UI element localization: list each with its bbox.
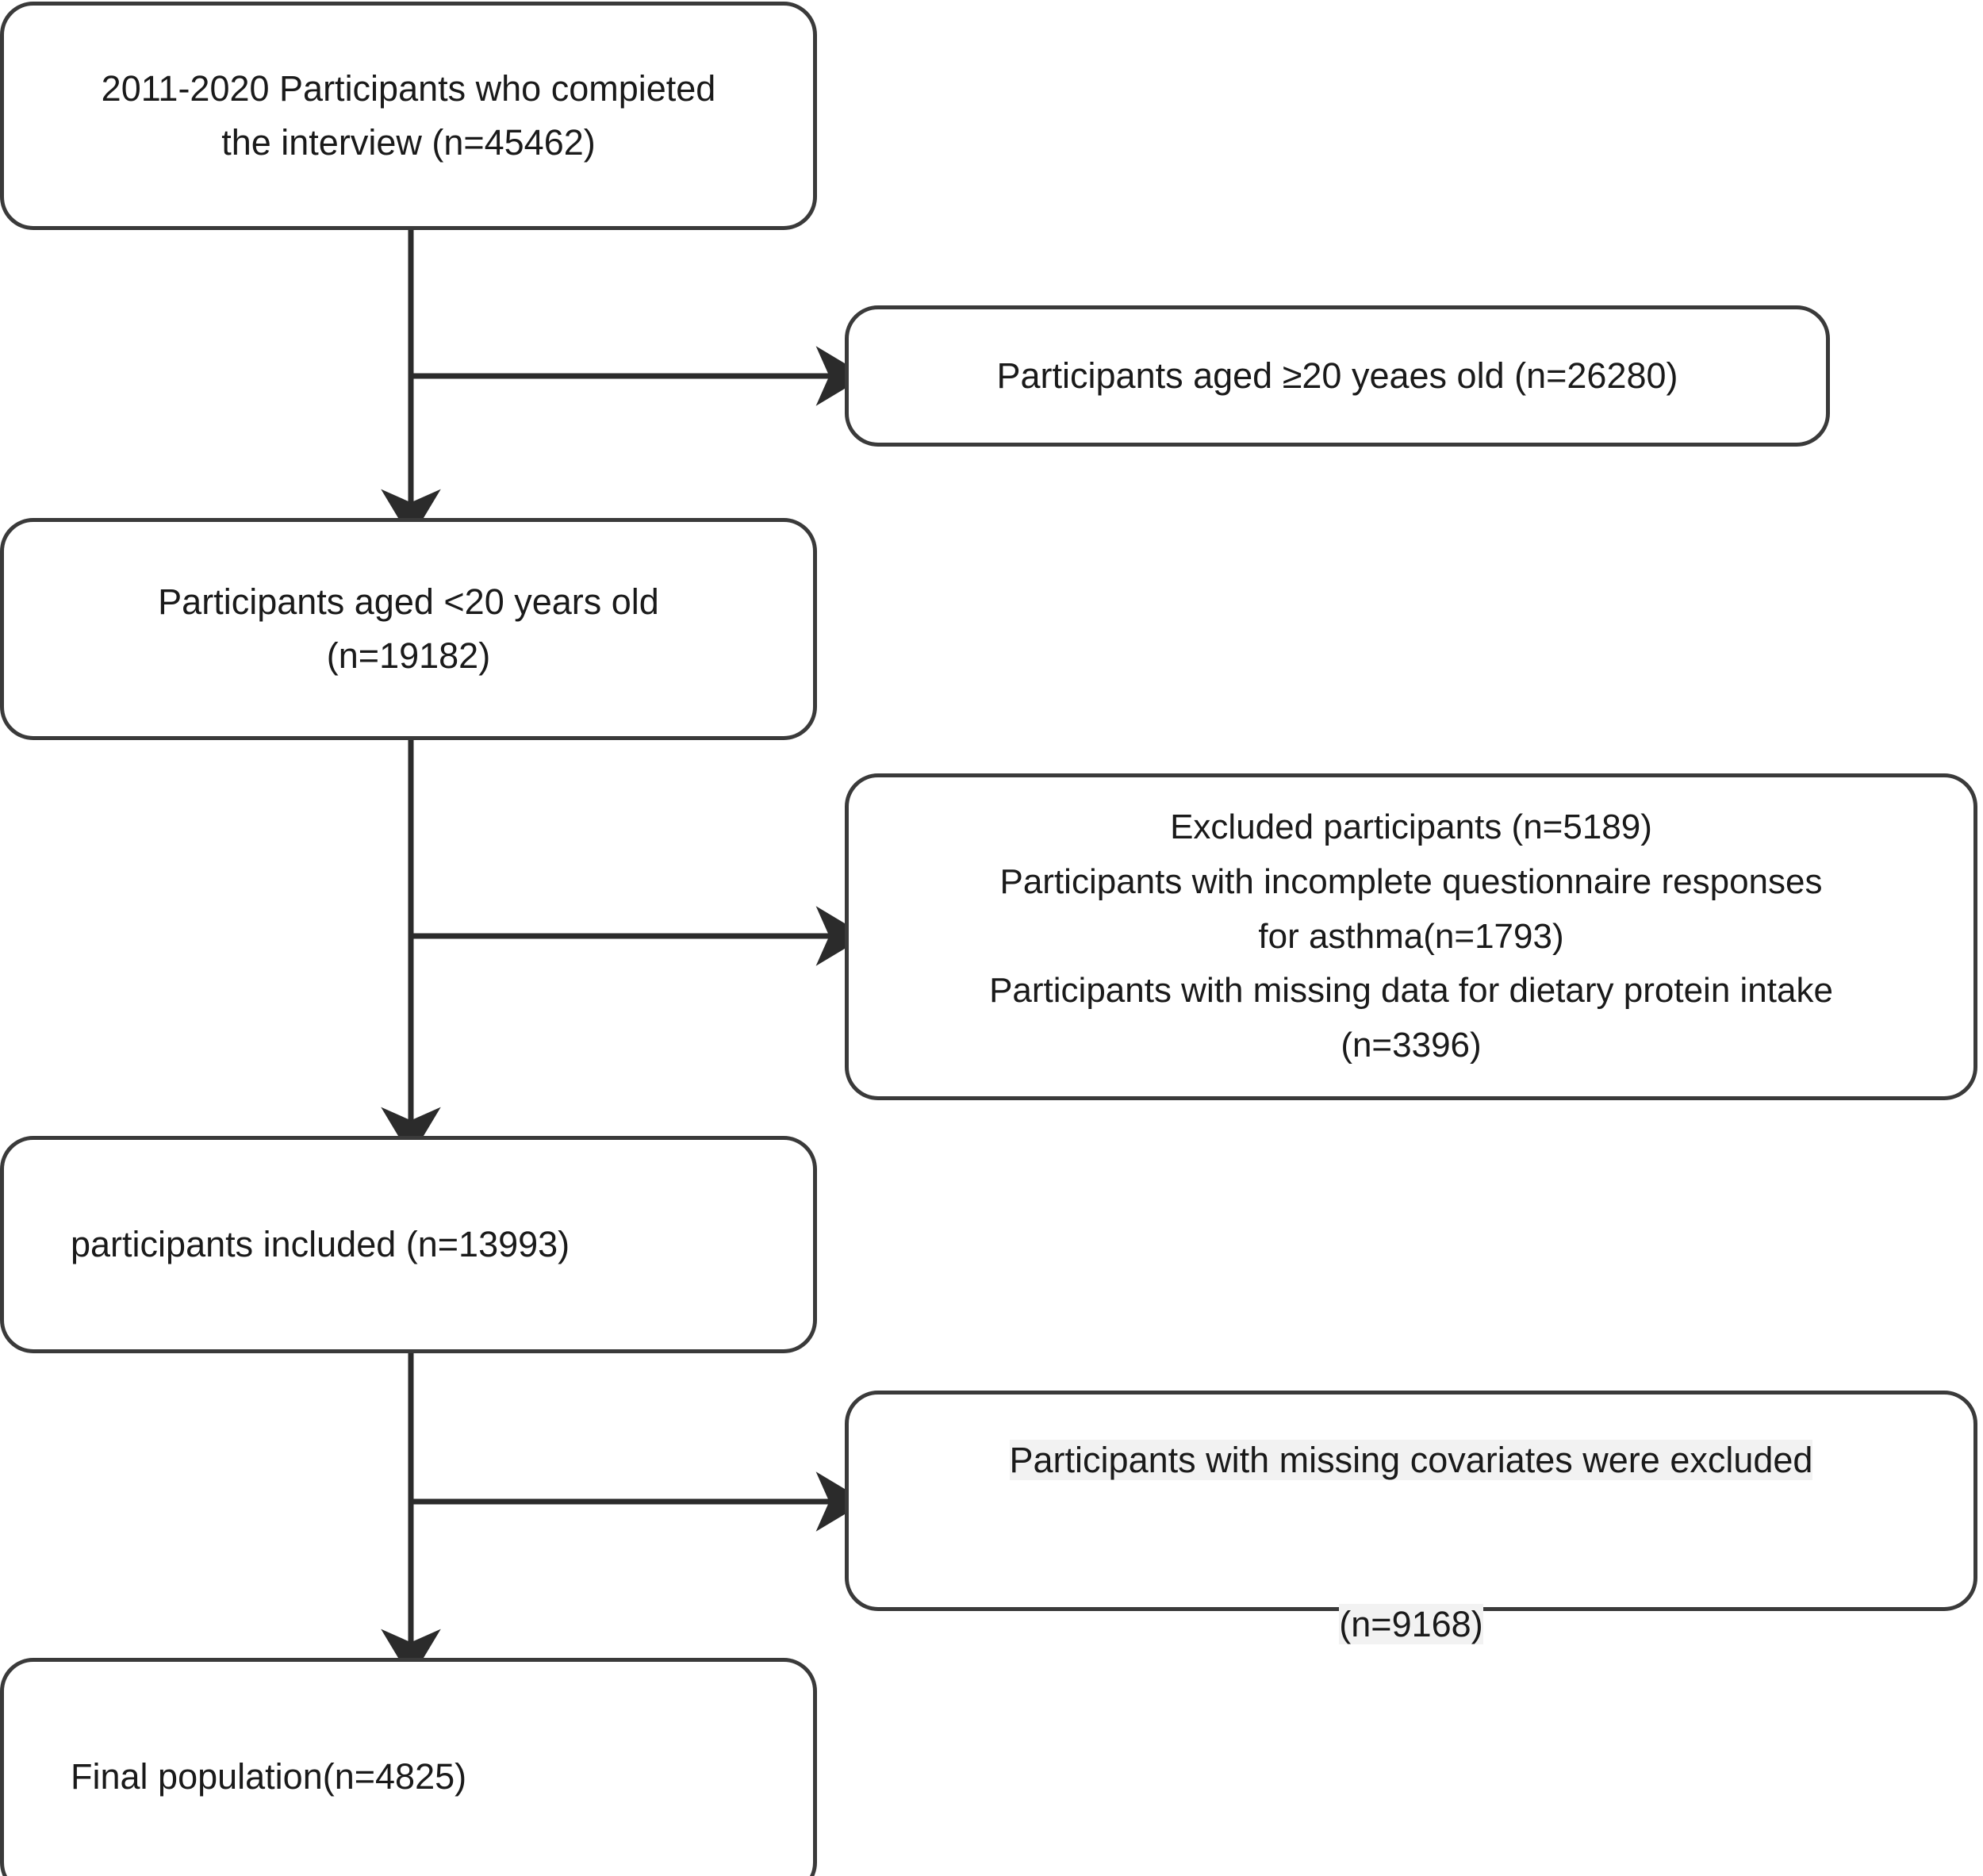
node-completed-interview: 2011-2020 Participants who compieted the…	[0, 2, 817, 230]
node-participants-included: participants included (n=13993)	[0, 1136, 817, 1353]
node-excluded-age-20-or-older-label: Participants aged ≥20 yeaes old (n=26280…	[996, 355, 1678, 396]
node-aged-under-20: Participants aged <20 years old (n=19182…	[0, 518, 817, 740]
node-excluded-participants: Excluded participants (n=5189) Participa…	[845, 773, 1977, 1100]
node-aged-under-20-label: Participants aged <20 years old (n=19182…	[158, 581, 659, 676]
node-final-population-label: Final population(n=4825)	[71, 1755, 467, 1797]
covariates-line-2: (n=9168)	[1339, 1603, 1483, 1644]
node-excluded-age-20-or-older: Participants aged ≥20 yeaes old (n=26280…	[845, 305, 1830, 447]
node-completed-interview-label: 2011-2020 Participants who compieted the…	[101, 67, 716, 163]
covariates-line-1: Participants with missing covariates wer…	[1009, 1439, 1813, 1480]
node-participants-included-label: participants included (n=13993)	[71, 1223, 570, 1264]
node-excluded-missing-covariates-label: Participants with missing covariates wer…	[989, 1337, 1834, 1665]
node-excluded-participants-label: Excluded participants (n=5189) Participa…	[989, 808, 1833, 1065]
node-final-population: Final population(n=4825)	[0, 1658, 817, 1876]
node-excluded-missing-covariates: Participants with missing covariates wer…	[845, 1391, 1977, 1644]
